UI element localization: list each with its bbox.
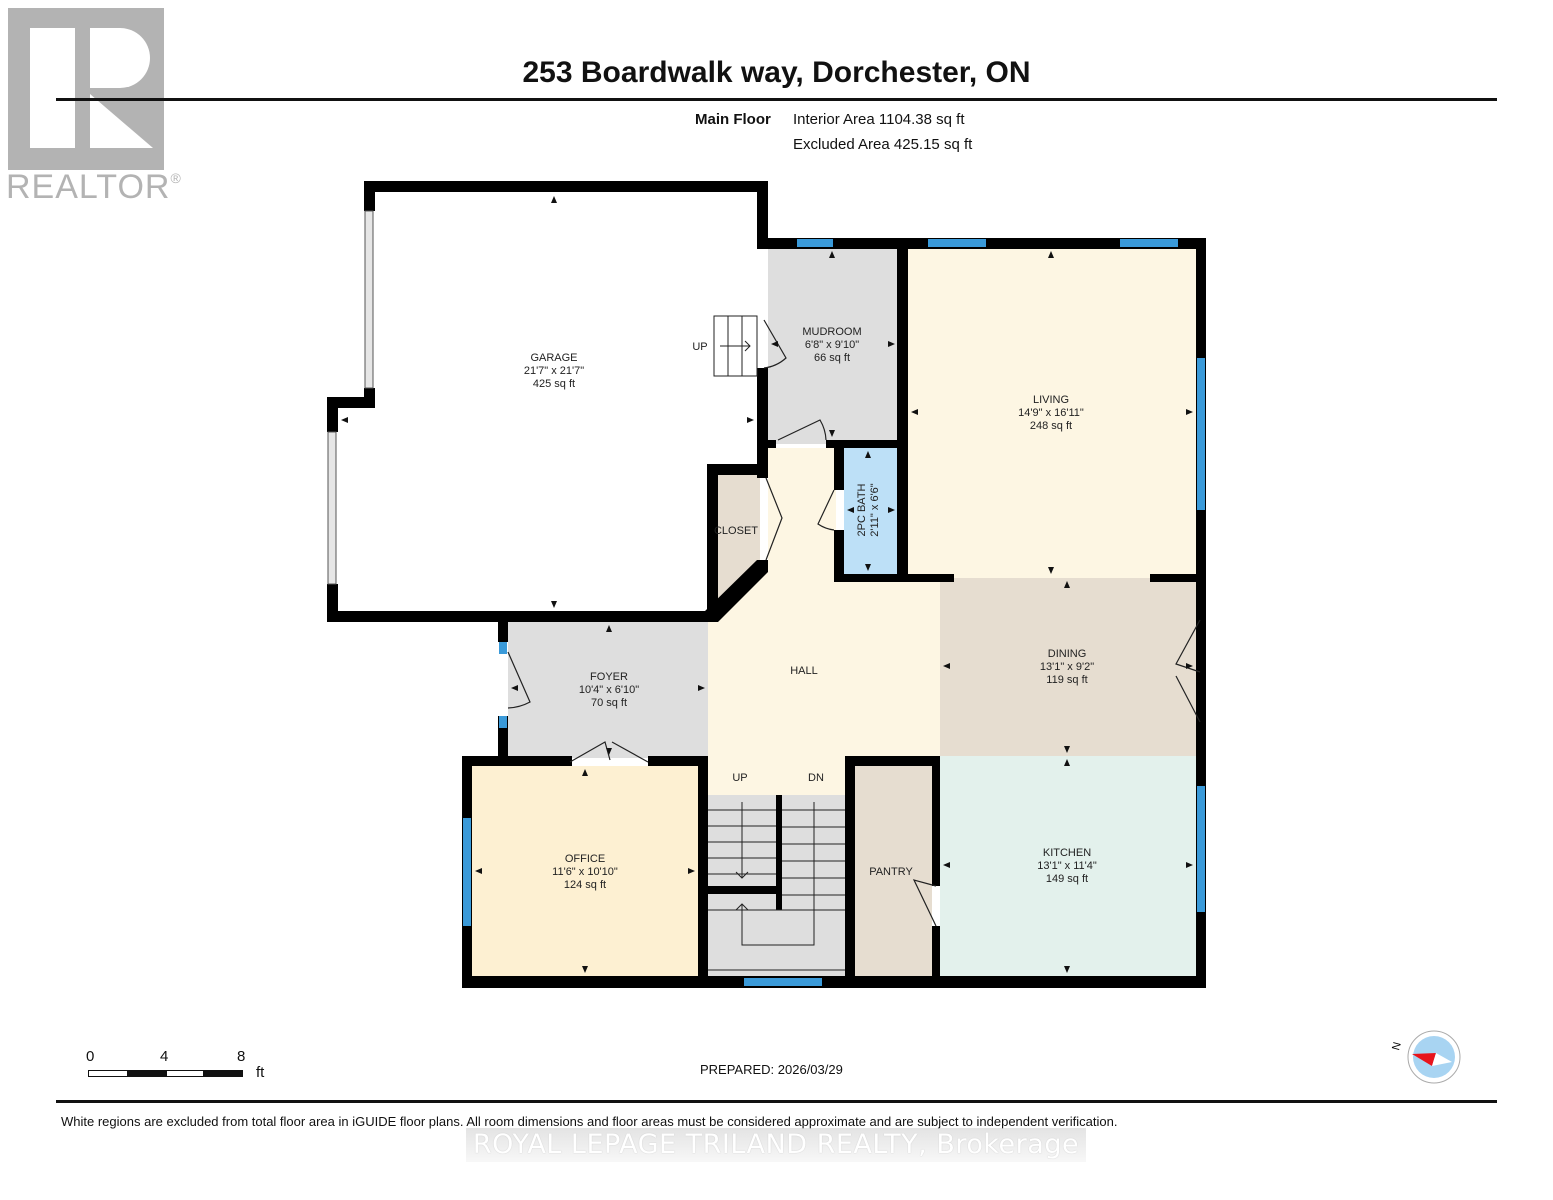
realtor-wordmark: REALTOR® bbox=[6, 168, 182, 206]
svg-text:LIVING: LIVING bbox=[1033, 394, 1069, 406]
svg-text:13'1" x 9'2": 13'1" x 9'2" bbox=[1040, 661, 1094, 673]
room-label-office: OFFICE 11'6" x 10'10" 124 sq ft bbox=[552, 853, 618, 891]
svg-text:2PC BATH: 2PC BATH bbox=[856, 483, 868, 536]
svg-text:13'1" x 11'4": 13'1" x 11'4" bbox=[1037, 860, 1097, 872]
window bbox=[463, 818, 471, 926]
window bbox=[1120, 239, 1178, 247]
header-divider bbox=[56, 98, 1497, 101]
svg-text:6'8" x 9'10": 6'8" x 9'10" bbox=[805, 339, 859, 351]
door-swings bbox=[507, 319, 1201, 927]
stair-up-label: UP bbox=[692, 341, 707, 353]
room-label-dining: DINING 13'1" x 9'2" 119 sq ft bbox=[1040, 648, 1094, 686]
floor-name: Main Floor bbox=[695, 111, 771, 128]
scale-segment bbox=[88, 1070, 128, 1077]
window bbox=[1197, 786, 1205, 912]
svg-text:MUDROOM: MUDROOM bbox=[802, 326, 861, 338]
mudroom-floor bbox=[768, 248, 898, 444]
excluded-area: Excluded Area 425.15 sq ft bbox=[793, 136, 973, 153]
room-label-bath: 2PC BATH 2'11" x 6'6" bbox=[856, 483, 881, 536]
north-compass-icon: N bbox=[1390, 1030, 1461, 1084]
foyer-floor bbox=[508, 622, 708, 758]
svg-text:2'11" x 6'6": 2'11" x 6'6" bbox=[869, 483, 881, 536]
room-label-mudroom: MUDROOM 6'8" x 9'10" 66 sq ft bbox=[802, 326, 861, 364]
svg-text:14'9" x 16'11": 14'9" x 16'11" bbox=[1018, 407, 1084, 419]
disclaimer-text: White regions are excluded from total fl… bbox=[61, 1114, 1118, 1129]
svg-text:119 sq ft: 119 sq ft bbox=[1046, 674, 1087, 686]
brokerage-watermark: ROYAL LEPAGE TRILAND REALTY, Brokerage bbox=[466, 1128, 1086, 1162]
scale-segment bbox=[203, 1070, 243, 1077]
pantry-floor bbox=[855, 766, 932, 976]
window bbox=[499, 716, 507, 728]
room-fills bbox=[336, 192, 1196, 977]
footer-divider bbox=[56, 1100, 1497, 1103]
room-label-garage: GARAGE 21'7" x 21'7" 425 sq ft bbox=[524, 352, 584, 390]
svg-text:21'7" x 21'7": 21'7" x 21'7" bbox=[524, 365, 584, 377]
window bbox=[1197, 358, 1205, 510]
svg-text:248 sq ft: 248 sq ft bbox=[1030, 420, 1072, 432]
stair-down-label: DN bbox=[808, 772, 824, 784]
dimension-markers bbox=[341, 196, 1193, 973]
scale-label: 8 bbox=[237, 1048, 246, 1065]
room-label-foyer: FOYER 10'4" x 6'10" 70 sq ft bbox=[579, 671, 639, 709]
scale-segment bbox=[127, 1070, 167, 1077]
realtor-logo bbox=[8, 8, 164, 170]
scale-segment bbox=[166, 1070, 204, 1077]
windows bbox=[463, 239, 1205, 986]
window bbox=[744, 978, 822, 986]
svg-text:10'4" x 6'10": 10'4" x 6'10" bbox=[579, 684, 639, 696]
room-label-pantry: PANTRY bbox=[869, 866, 913, 878]
svg-text:11'6" x 10'10": 11'6" x 10'10" bbox=[552, 866, 618, 878]
room-label-living: LIVING 14'9" x 16'11" 248 sq ft bbox=[1018, 394, 1084, 432]
scale-unit: ft bbox=[256, 1064, 265, 1081]
room-label-kitchen: KITCHEN 13'1" x 11'4" 149 sq ft bbox=[1037, 847, 1097, 885]
svg-text:425 sq ft: 425 sq ft bbox=[533, 378, 575, 390]
svg-text:66 sq ft: 66 sq ft bbox=[814, 352, 850, 364]
garage-doors bbox=[327, 210, 374, 585]
window bbox=[499, 642, 507, 654]
window bbox=[928, 239, 986, 247]
svg-text:149 sq ft: 149 sq ft bbox=[1046, 873, 1088, 885]
office-floor bbox=[472, 766, 698, 976]
svg-text:124 sq ft: 124 sq ft bbox=[564, 879, 606, 891]
svg-text:KITCHEN: KITCHEN bbox=[1043, 847, 1091, 859]
svg-text:FOYER: FOYER bbox=[590, 671, 628, 683]
page-title: 253 Boardwalk way, Dorchester, ON bbox=[522, 56, 1031, 89]
room-label-closet: CLOSET bbox=[714, 525, 758, 537]
interior-area: Interior Area 1104.38 sq ft bbox=[793, 111, 965, 128]
stair-up-label: UP bbox=[732, 772, 747, 784]
svg-text:OFFICE: OFFICE bbox=[565, 853, 605, 865]
svg-text:GARAGE: GARAGE bbox=[530, 352, 577, 364]
svg-text:N: N bbox=[1390, 1041, 1404, 1052]
svg-text:DINING: DINING bbox=[1048, 648, 1087, 660]
svg-text:70 sq ft: 70 sq ft bbox=[591, 697, 627, 709]
main-stairs bbox=[708, 802, 845, 971]
living-floor bbox=[908, 248, 1196, 578]
dining-floor bbox=[940, 578, 1196, 756]
room-label-hall: HALL bbox=[790, 665, 818, 677]
scale-label: 0 bbox=[86, 1048, 95, 1065]
garage-stairs bbox=[713, 315, 758, 377]
window bbox=[797, 239, 833, 247]
prepared-date: PREPARED: 2026/03/29 bbox=[700, 1062, 843, 1077]
kitchen-floor bbox=[940, 756, 1196, 976]
hall-floor bbox=[708, 448, 940, 795]
scale-label: 4 bbox=[160, 1048, 169, 1065]
garage-floor bbox=[336, 192, 757, 612]
